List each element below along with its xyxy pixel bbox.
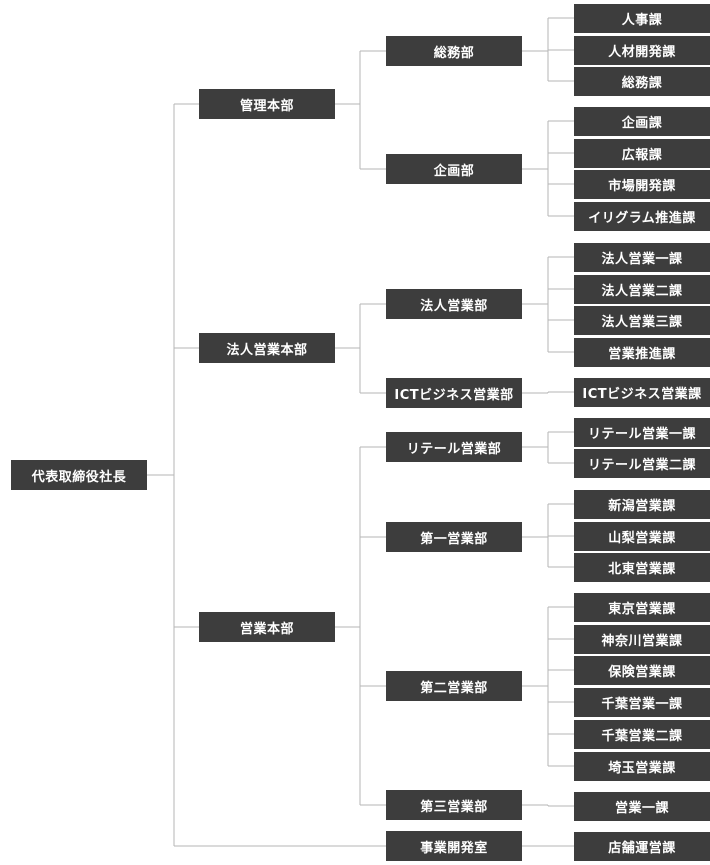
department-box: 企画部 — [386, 154, 522, 184]
section-box: 総務課 — [574, 67, 710, 96]
section-box: 市場開発課 — [574, 170, 710, 199]
ceo-box: 代表取締役社長 — [11, 460, 147, 490]
division-box: 営業本部 — [199, 612, 335, 642]
section-box: 営業推進課 — [574, 338, 710, 367]
section-box: 千葉営業二課 — [574, 720, 710, 749]
section-box: 企画課 — [574, 107, 710, 136]
section-box: 法人営業三課 — [574, 306, 710, 335]
section-box: 神奈川営業課 — [574, 625, 710, 654]
section-box: 広報課 — [574, 139, 710, 168]
department-box: 第一営業部 — [386, 522, 522, 552]
section-box: イリグラム推進課 — [574, 202, 710, 231]
section-box: 営業一課 — [574, 792, 710, 821]
division-box: 法人営業本部 — [199, 333, 335, 363]
department-box: 法人営業部 — [386, 289, 522, 319]
section-box: 埼玉営業課 — [574, 752, 710, 781]
section-box: 保険営業課 — [574, 656, 710, 685]
department-box: リテール営業部 — [386, 432, 522, 462]
section-box: 人事課 — [574, 4, 710, 33]
department-box: 事業開発室 — [386, 831, 522, 861]
section-box: ICTビジネス営業課 — [574, 378, 710, 407]
section-box: 新潟営業課 — [574, 490, 710, 519]
department-box: 第二営業部 — [386, 671, 522, 701]
section-box: 東京営業課 — [574, 593, 710, 622]
division-box: 管理本部 — [199, 89, 335, 119]
section-box: リテール営業二課 — [574, 449, 710, 478]
department-box: 第三営業部 — [386, 790, 522, 820]
section-box: 法人営業一課 — [574, 243, 710, 272]
section-box: リテール営業一課 — [574, 418, 710, 447]
section-box: 法人営業二課 — [574, 275, 710, 304]
section-box: 人材開発課 — [574, 36, 710, 65]
section-box: 千葉営業一課 — [574, 688, 710, 717]
section-box: 山梨営業課 — [574, 522, 710, 551]
section-box: 店舗運営課 — [574, 832, 710, 861]
department-box: ICTビジネス営業部 — [386, 378, 522, 408]
department-box: 総務部 — [386, 36, 522, 66]
section-box: 北東営業課 — [574, 553, 710, 582]
